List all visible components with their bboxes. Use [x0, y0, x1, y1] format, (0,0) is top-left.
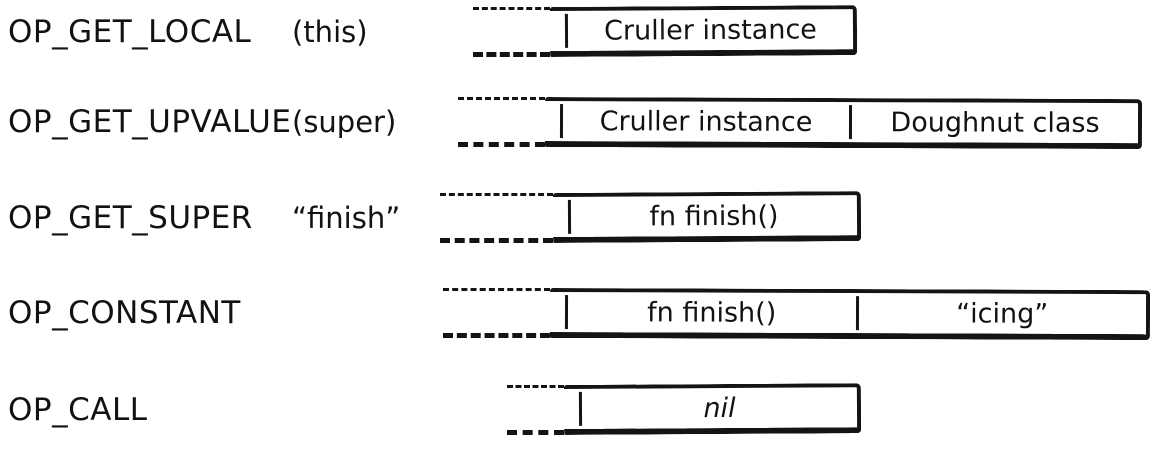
operand-label: (this)	[292, 15, 368, 49]
stack-window-box: fn finish()	[552, 191, 862, 243]
stack-slot-value: “icing”	[956, 297, 1049, 330]
operand-label: “finish”	[292, 201, 401, 235]
stack-visualization: Cruller instance	[473, 5, 858, 57]
opcode-label: OP_CALL	[8, 392, 148, 428]
stack-window-box: Cruller instance	[549, 5, 858, 57]
stack-slot-value: fn finish()	[649, 200, 779, 232]
stack-continuation-dashes	[443, 288, 550, 338]
stack-window-box: Cruller instance Doughnut class	[544, 97, 1143, 150]
stack-visualization: Cruller instance Doughnut class	[458, 97, 1143, 150]
stack-visualization: fn finish() “icing”	[443, 288, 1151, 341]
diagram-row-op-get-super: OP_GET_SUPER “finish” fn finish()	[0, 191, 1152, 243]
opcode-label: OP_GET_LOCAL	[8, 14, 252, 50]
stack-continuation-dashes	[473, 7, 550, 57]
diagram-row-op-get-upvalue: OP_GET_UPVALUE (super) Cruller instance …	[0, 97, 1152, 150]
diagram-row-op-get-local: OP_GET_LOCAL (this) Cruller instance	[0, 5, 1152, 57]
operand-label: (super)	[292, 105, 397, 139]
stack-window-box: fn finish() “icing”	[549, 288, 1151, 341]
diagram-row-op-constant: OP_CONSTANT fn finish() “icing”	[0, 288, 1152, 341]
opcode-label: OP_GET_UPVALUE	[8, 104, 292, 140]
stack-slot-value: Cruller instance	[599, 105, 813, 138]
stack-visualization: nil	[507, 383, 862, 435]
stack-slot-value: Cruller instance	[604, 13, 817, 47]
stack-visualization: fn finish()	[440, 191, 862, 243]
opcode-label: OP_GET_SUPER	[8, 200, 253, 236]
stack-window-box: nil	[563, 383, 862, 435]
stack-slot-value: nil	[703, 392, 736, 424]
opcode-label: OP_CONSTANT	[8, 295, 241, 331]
stack-continuation-dashes	[507, 385, 564, 435]
stack-continuation-dashes	[440, 193, 553, 243]
diagram-row-op-call: OP_CALL nil	[0, 383, 1152, 435]
stack-slot-value: fn finish()	[647, 296, 777, 329]
stack-slot-value: Doughnut class	[890, 106, 1100, 139]
stack-continuation-dashes	[458, 97, 545, 147]
